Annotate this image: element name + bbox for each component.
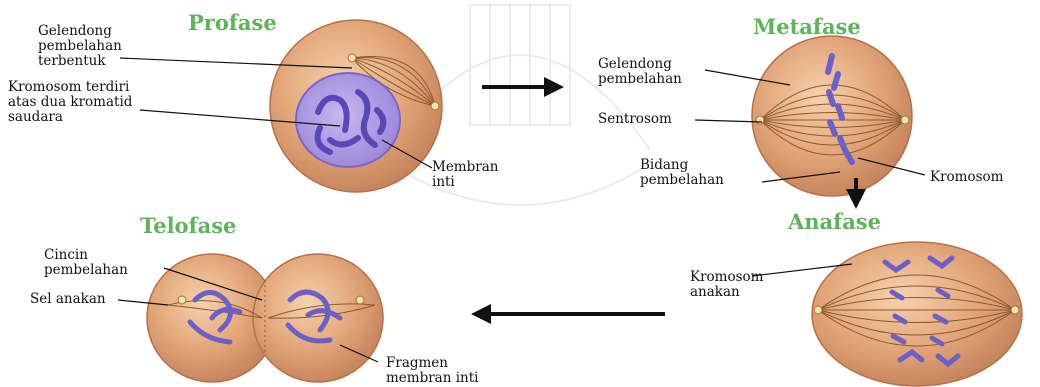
profase-centrosome-top <box>348 54 356 62</box>
telofase-cells <box>147 254 383 382</box>
label-kromosom-anakan: Kromosom anakan <box>690 270 763 300</box>
anafase-cell <box>812 242 1022 386</box>
metafase-centrosome-right <box>901 116 909 124</box>
phase-title-telofase: Telofase <box>140 213 236 238</box>
label-kromosom: Kromosom <box>930 170 1003 185</box>
phase-title-anafase: Anafase <box>788 209 881 234</box>
label-kromosom-kromatid: Kromosom terdiri atas dua kromatid sauda… <box>8 80 132 125</box>
metafase-cell <box>752 36 912 196</box>
label-sentrosom: Sentrosom <box>598 112 672 127</box>
phase-title-profase: Profase <box>188 10 277 35</box>
label-fragmen-membran-inti: Fragmen membran inti <box>386 356 478 386</box>
label-sel-anakan: Sel anakan <box>30 292 106 307</box>
label-membran-inti: Membran inti <box>432 160 498 190</box>
label-bidang-pembelahan: Bidang pembelahan <box>640 158 724 188</box>
profase-cell <box>270 20 442 192</box>
metafase-centrosome-left <box>756 116 764 124</box>
label-cincin-pembelahan: Cincin pembelahan <box>44 248 128 278</box>
profase-centrosome-right <box>431 102 439 110</box>
label-gelendong-pembelahan: Gelendong pembelahan <box>598 57 682 87</box>
label-gelendong-terbentuk: Gelendong pembelahan terbentuk <box>38 24 122 69</box>
phase-title-metafase: Metafase <box>753 14 861 39</box>
